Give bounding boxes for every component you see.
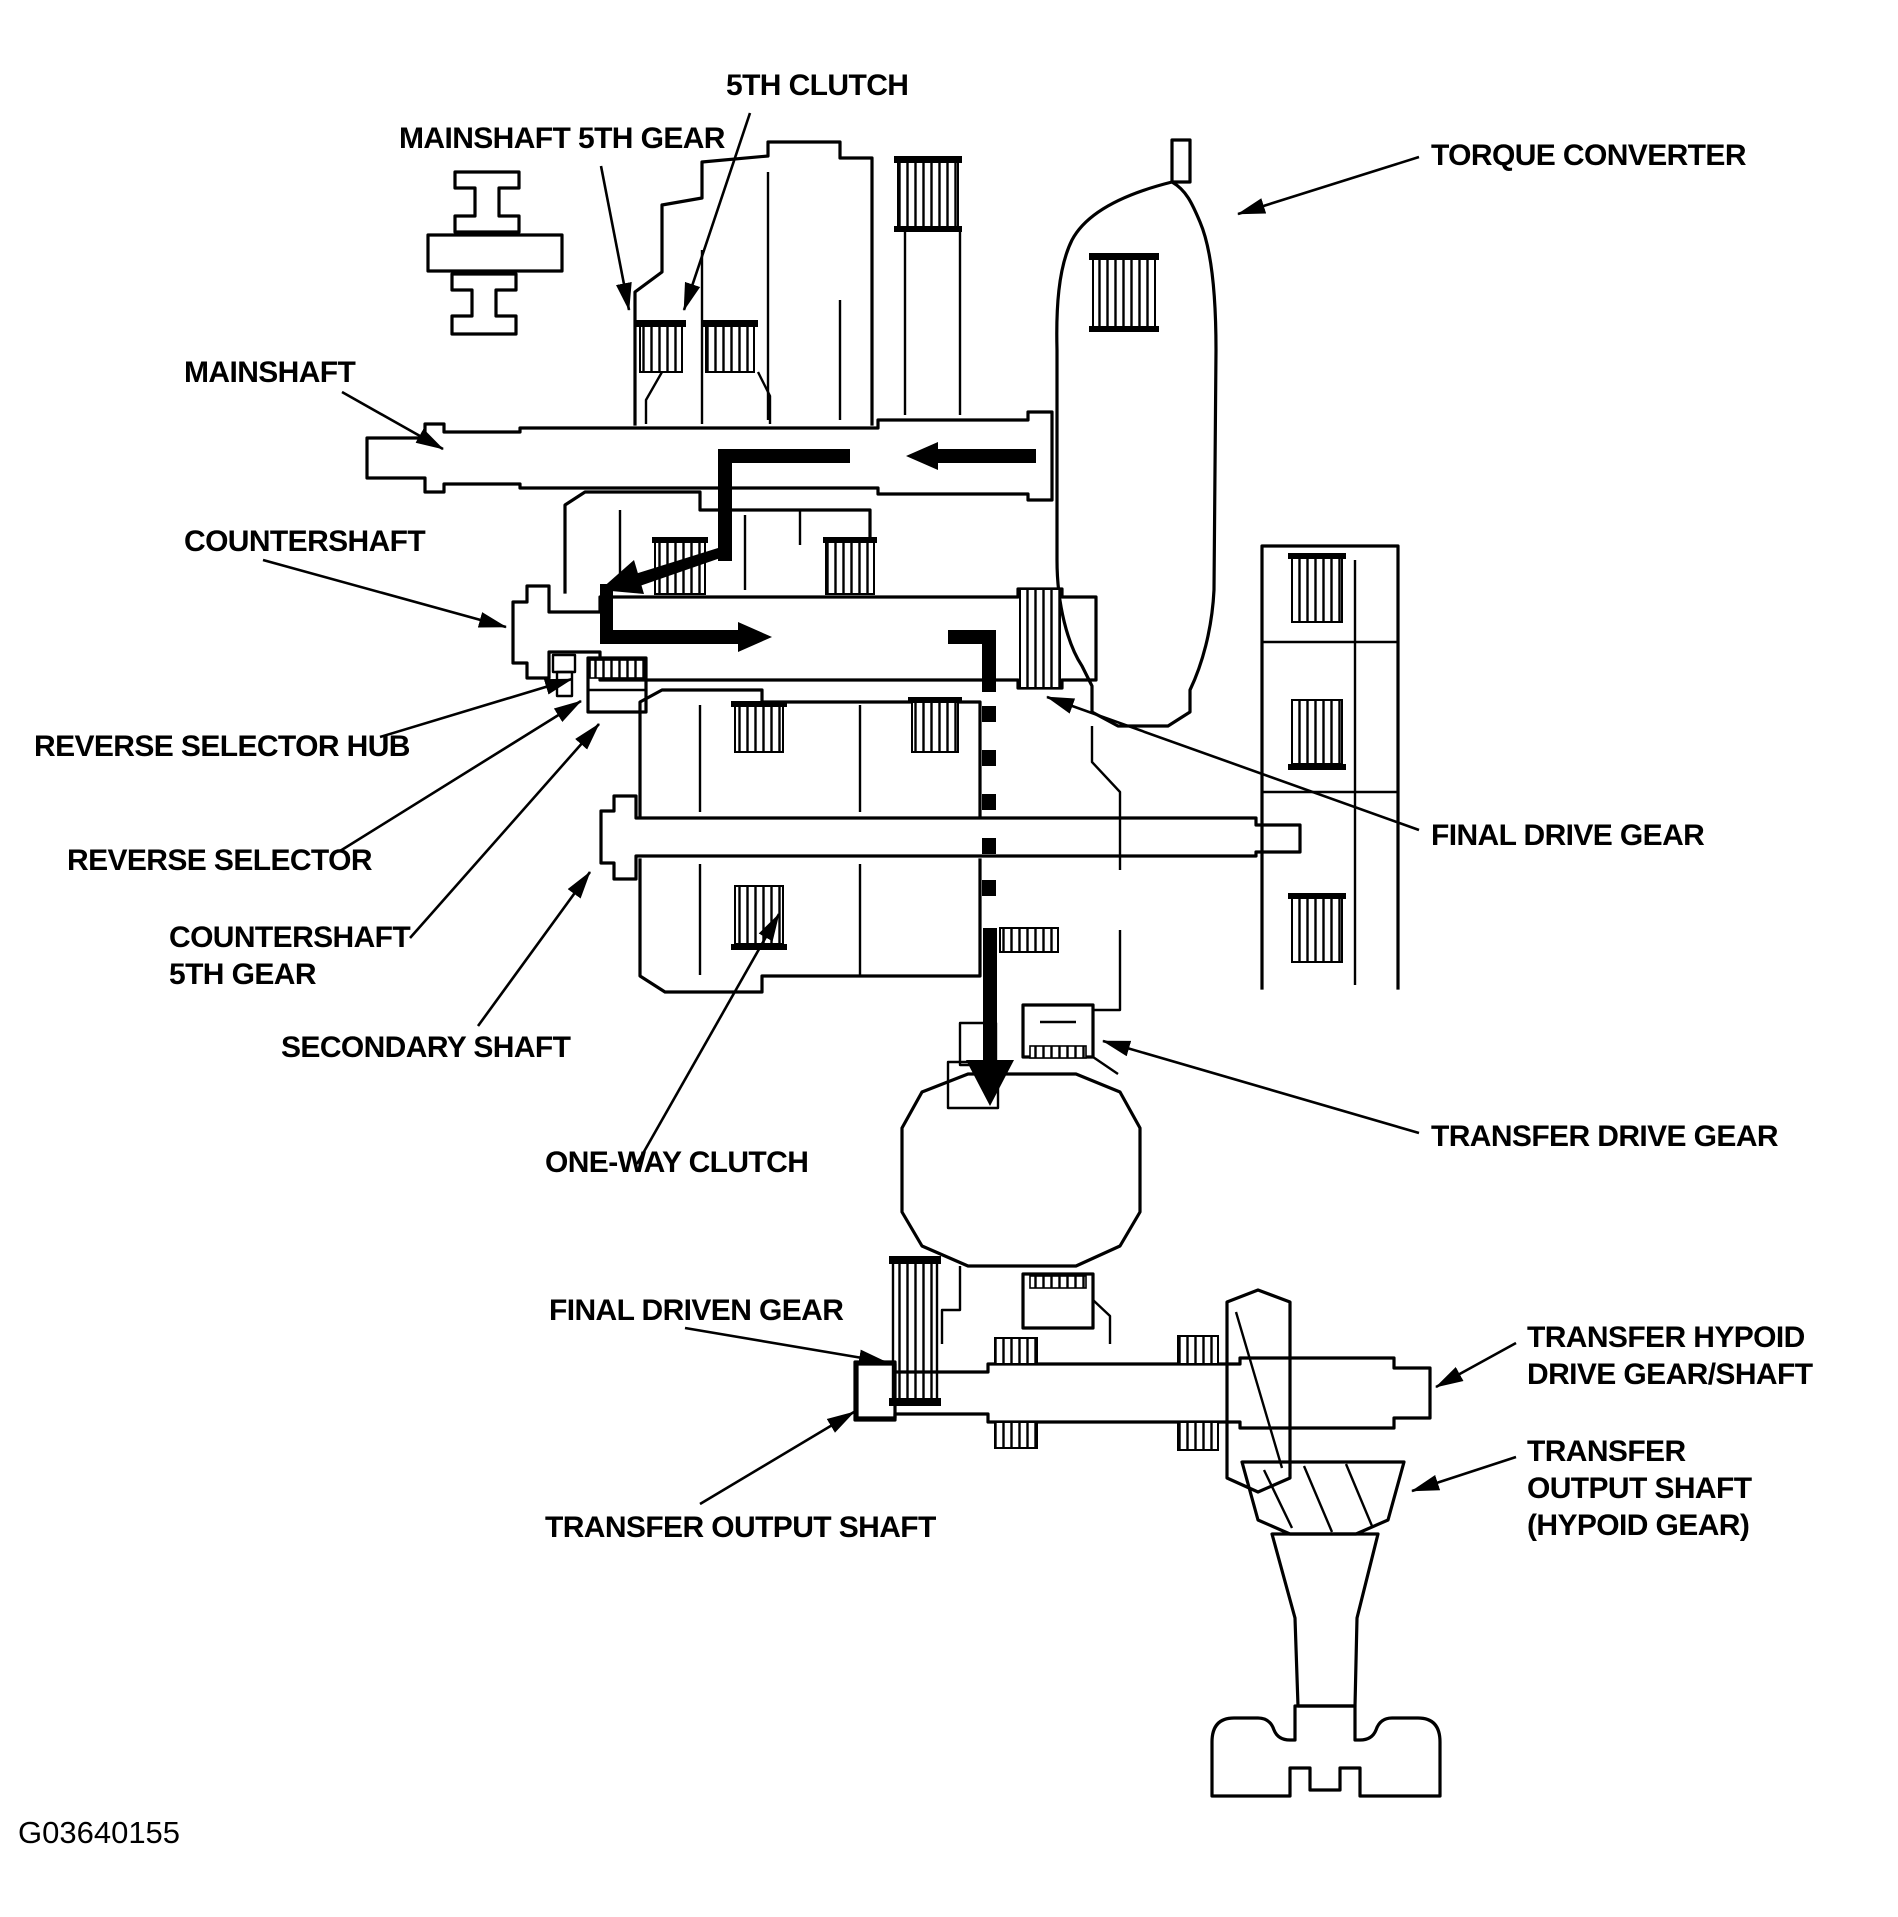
countershaft-shape [511, 584, 1098, 690]
label-countershaft-5th-gear-2: 5TH GEAR [169, 958, 317, 991]
leader-torque-converter [1237, 155, 1420, 216]
label-mainshaft-5th-gear: MAINSHAFT 5TH GEAR [399, 122, 726, 155]
transfer-drive-gear-shape [946, 930, 1122, 1110]
label-transfer-hypoid-2: DRIVE GEAR/SHAFT [1527, 1358, 1813, 1391]
leader-one-way-clutch [635, 913, 781, 1165]
leader-transfer-output-shaft-hypoid [1411, 1455, 1517, 1493]
leader-transfer-hypoid [1435, 1341, 1517, 1389]
label-transfer-output-shaft-hypoid-1: TRANSFER [1527, 1435, 1686, 1468]
gear-train-drawing [365, 138, 1442, 1798]
leader-reverse-selector-hub [379, 677, 573, 739]
secondary-upper-clutch-assembly [638, 688, 982, 817]
leader-transfer-output-shaft [699, 1410, 855, 1506]
leader-countershaft-5th-gear [409, 723, 600, 939]
transfer-output-shaft-shape [1210, 1460, 1442, 1798]
label-5th-clutch: 5TH CLUTCH [726, 69, 908, 102]
leader-transfer-drive-gear [1102, 1039, 1420, 1135]
right-clutch-assembly [1260, 544, 1400, 990]
label-final-driven-gear: FINAL DRIVEN GEAR [549, 1294, 844, 1327]
leader-final-drive-gear [1046, 695, 1420, 832]
final-driven-gear-hub-shape [900, 1072, 1142, 1344]
label-transfer-hypoid-1: TRANSFER HYPOID [1527, 1321, 1805, 1354]
mainshaft-shape [365, 410, 1054, 502]
final-drive-gear-teeth [1019, 588, 1061, 689]
leader-mainshaft [341, 390, 444, 451]
case-line [1090, 726, 1122, 870]
leader-final-driven-gear [684, 1326, 887, 1366]
label-final-drive-gear: FINAL DRIVE GEAR [1431, 819, 1705, 852]
callout-leaders [262, 112, 1517, 1506]
label-reverse-selector-hub: REVERSE SELECTOR HUB [34, 730, 410, 763]
leader-5th-clutch [682, 112, 752, 311]
callout-labels: 5TH CLUTCH MAINSHAFT 5TH GEAR TORQUE CON… [18, 69, 1813, 1850]
label-one-way-clutch: ONE-WAY CLUTCH [545, 1146, 808, 1179]
label-transfer-output-shaft: TRANSFER OUTPUT SHAFT [545, 1511, 936, 1544]
label-torque-converter: TORQUE CONVERTER [1431, 139, 1747, 172]
leader-mainshaft-5th-gear [599, 165, 632, 311]
label-transfer-output-shaft-hypoid-2: OUTPUT SHAFT [1527, 1472, 1752, 1505]
leader-reverse-selector [339, 699, 582, 853]
reverse-selector-hub-shape [551, 653, 648, 714]
label-mainshaft: MAINSHAFT [184, 356, 356, 389]
fifth-clutch-assembly [633, 140, 1159, 426]
leader-secondary-shaft [476, 871, 592, 1027]
label-secondary-shaft: SECONDARY SHAFT [281, 1031, 571, 1064]
secondary-shaft-shape [599, 794, 1302, 881]
label-countershaft-5th-gear-1: COUNTERSHAFT [169, 921, 410, 954]
figure-code: G03640155 [18, 1815, 180, 1850]
label-transfer-output-shaft-hypoid-3: (HYPOID GEAR) [1527, 1509, 1749, 1542]
power-flow-path [600, 442, 1036, 1106]
label-reverse-selector: REVERSE SELECTOR [67, 844, 373, 877]
label-countershaft: COUNTERSHAFT [184, 525, 425, 558]
idler-gear-icon [426, 170, 564, 336]
torque-converter-shape [1055, 138, 1218, 728]
transfer-shaft-assembly [853, 1256, 1432, 1494]
leader-countershaft [262, 558, 507, 629]
label-transfer-drive-gear: TRANSFER DRIVE GEAR [1431, 1120, 1779, 1153]
